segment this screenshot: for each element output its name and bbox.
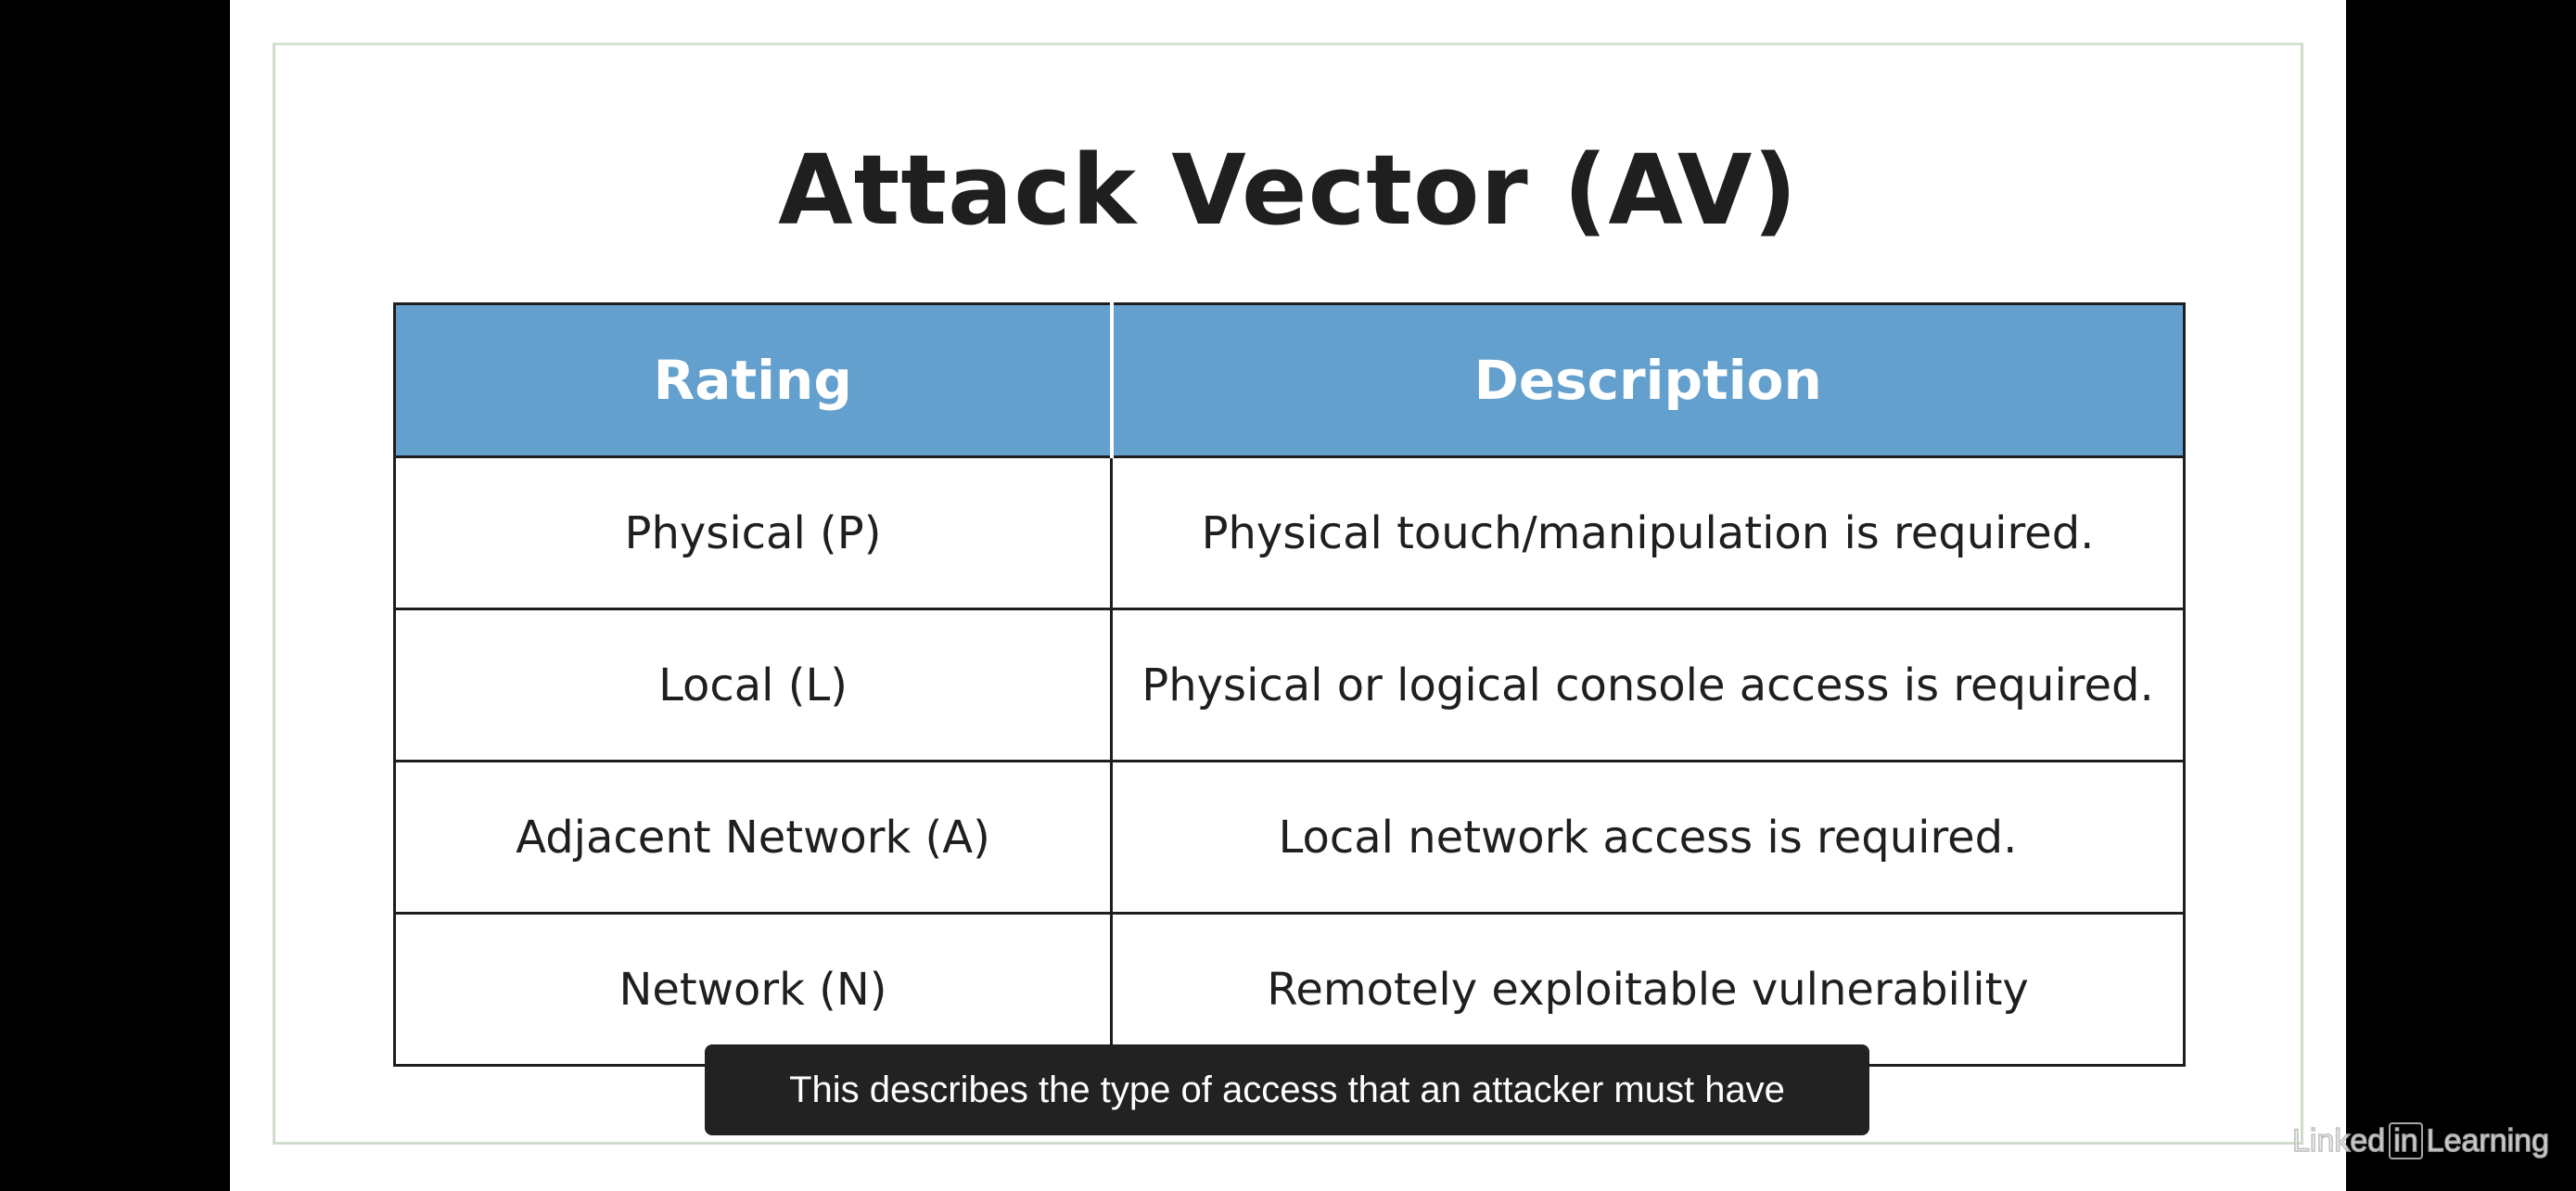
rating-cell: Local (L): [393, 608, 1113, 762]
header-description: Description: [1109, 302, 2186, 458]
rating-cell: Adjacent Network (A): [393, 760, 1113, 915]
linkedin-in-icon: in: [2389, 1122, 2423, 1159]
description-cell: Physical touch/manipulation is required.: [1110, 455, 2186, 610]
rating-cell: Network (N): [393, 912, 1113, 1067]
watermark-suffix: Learning: [2426, 1122, 2550, 1159]
rating-cell: Physical (P): [393, 455, 1113, 610]
description-cell: Remotely exploitable vulnerability: [1110, 912, 2186, 1067]
header-rating: Rating: [393, 302, 1113, 458]
description-cell: Physical or logical console access is re…: [1110, 608, 2186, 762]
description-cell: Local network access is required.: [1110, 760, 2186, 915]
slide-border: [273, 43, 2303, 1145]
watermark-prefix: Linked: [2291, 1122, 2386, 1159]
table-row: Local (L) Physical or logical console ac…: [393, 608, 2186, 762]
attack-vector-table: Rating Description Physical (P) Physical…: [393, 302, 2186, 1067]
subtitle-caption: This describes the type of access that a…: [705, 1044, 1869, 1135]
linkedin-learning-watermark: Linked in Learning: [2291, 1119, 2550, 1163]
slide: Attack Vector (AV) Rating Description Ph…: [230, 0, 2550, 1191]
table-row: Network (N) Remotely exploitable vulnera…: [393, 912, 2186, 1067]
slide-title: Attack Vector (AV): [778, 134, 1798, 247]
table-row: Physical (P) Physical touch/manipulation…: [393, 455, 2186, 610]
table-row: Adjacent Network (A) Local network acces…: [393, 760, 2186, 915]
table-header-row: Rating Description: [393, 302, 2186, 458]
